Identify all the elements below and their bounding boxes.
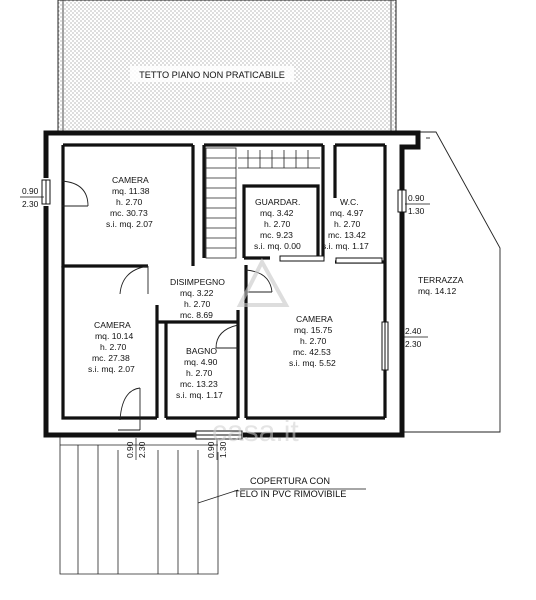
- room-camera-right: CAMERA mq. 15.75 h. 2.70 mc. 42.53 s.i. …: [289, 314, 336, 368]
- exterior-walls: [43, 130, 421, 438]
- staircase: [205, 147, 320, 259]
- svg-text:s.i. mq. 1.17: s.i. mq. 1.17: [322, 241, 369, 251]
- dimension-right-door: 2.40 2.30: [402, 326, 428, 349]
- svg-text:s.i. mq. 2.07: s.i. mq. 2.07: [88, 364, 135, 374]
- svg-text:h. 2.70: h. 2.70: [184, 299, 211, 309]
- svg-text:mc. 42.53: mc. 42.53: [293, 347, 331, 357]
- svg-text:mq. 4.90: mq. 4.90: [184, 357, 218, 367]
- room-bagno: BAGNO mq. 4.90 h. 2.70 mc. 13.23 s.i. mq…: [176, 346, 223, 400]
- room-guardaroba: GUARDAR. mq. 3.42 h. 2.70 mc. 9.23 s.i. …: [254, 197, 301, 251]
- svg-text:s.i. mq. 5.52: s.i. mq. 5.52: [289, 358, 336, 368]
- room-wc: W.C. mq. 4.97 h. 2.70 mc. 13.42 s.i. mq.…: [322, 197, 369, 251]
- interior-walls: [61, 143, 387, 420]
- dimension-left-window: 0.90 2.30: [20, 186, 44, 209]
- pvc-covering: [59, 437, 239, 575]
- room-disimpegno: DISIMPEGNO mq. 3.22 h. 2.70 mc. 8.69: [170, 277, 225, 320]
- svg-text:mc. 13.42: mc. 13.42: [328, 230, 366, 240]
- dimension-wc-window: 0.90 1.30: [405, 193, 430, 216]
- svg-text:mc. 30.73: mc. 30.73: [110, 208, 148, 218]
- svg-text:0.90: 0.90: [125, 441, 135, 458]
- svg-text:mq. 3.42: mq. 3.42: [260, 208, 294, 218]
- svg-text:0.90: 0.90: [22, 186, 39, 196]
- svg-text:mq. 11.38: mq. 11.38: [112, 186, 150, 196]
- svg-text:mq. 14.12: mq. 14.12: [418, 286, 456, 296]
- svg-text:1.30: 1.30: [408, 206, 425, 216]
- room-camera-left: CAMERA mq. 10.14 h. 2.70 mc. 27.38 s.i. …: [88, 320, 135, 374]
- svg-text:DISIMPEGNO: DISIMPEGNO: [170, 277, 225, 287]
- dimension-bottom-center: 0.90 1.30: [206, 438, 228, 460]
- svg-text:CAMERA: CAMERA: [94, 320, 131, 330]
- svg-text:TELO IN PVC RIMOVIBILE: TELO IN PVC RIMOVIBILE: [234, 489, 346, 499]
- terrace-outline: [400, 131, 501, 433]
- svg-text:h. 2.70: h. 2.70: [100, 342, 127, 352]
- svg-text:h. 2.70: h. 2.70: [116, 197, 143, 207]
- svg-text:mc. 8.69: mc. 8.69: [180, 310, 213, 320]
- roof-label: TETTO PIANO NON PRATICABILE: [139, 70, 285, 80]
- svg-text:h. 2.70: h. 2.70: [186, 368, 213, 378]
- svg-text:GUARDAR.: GUARDAR.: [255, 197, 300, 207]
- svg-text:mq. 4.97: mq. 4.97: [330, 208, 364, 218]
- svg-text:2.30: 2.30: [137, 441, 147, 458]
- svg-text:s.i. mq. 2.07: s.i. mq. 2.07: [106, 219, 153, 229]
- svg-text:h. 2.70: h. 2.70: [264, 219, 291, 229]
- svg-text:s.i. mq. 1.17: s.i. mq. 1.17: [176, 390, 223, 400]
- room-camera-top: CAMERA mq. 11.38 h. 2.70 mc. 30.73 s.i. …: [106, 175, 153, 229]
- watermark: casa.it: [212, 257, 299, 448]
- svg-text:mq. 3.22: mq. 3.22: [180, 288, 214, 298]
- covering-note: COPERTURA CON TELO IN PVC RIMOVIBILE: [234, 476, 366, 499]
- svg-text:CAMERA: CAMERA: [112, 175, 149, 185]
- svg-text:2.30: 2.30: [22, 199, 39, 209]
- room-terrazza: TERRAZZA mq. 14.12: [418, 275, 464, 296]
- svg-text:0.90: 0.90: [408, 193, 425, 203]
- svg-text:BAGNO: BAGNO: [186, 346, 217, 356]
- svg-text:CAMERA: CAMERA: [296, 314, 333, 324]
- door-swings: [61, 180, 273, 431]
- svg-text:1.30: 1.30: [218, 441, 228, 458]
- svg-text:2.40: 2.40: [405, 326, 422, 336]
- svg-text:s.i. mq. 0.00: s.i. mq. 0.00: [254, 241, 301, 251]
- svg-text:2.30: 2.30: [405, 339, 422, 349]
- svg-text:COPERTURA CON: COPERTURA CON: [250, 476, 330, 486]
- svg-text:mq. 15.75: mq. 15.75: [294, 325, 332, 335]
- svg-text:0.90: 0.90: [206, 441, 216, 458]
- dimension-bottom-left: 0.90 2.30: [125, 438, 147, 460]
- svg-text:mc. 27.38: mc. 27.38: [92, 353, 130, 363]
- svg-text:mq. 10.14: mq. 10.14: [95, 331, 133, 341]
- svg-text:casa.it: casa.it: [212, 415, 299, 448]
- svg-text:mc. 9.23: mc. 9.23: [260, 230, 293, 240]
- windows: [41, 179, 407, 440]
- svg-text:mc. 13.23: mc. 13.23: [180, 379, 218, 389]
- svg-text:TERRAZZA: TERRAZZA: [418, 275, 464, 285]
- svg-text:W.C.: W.C.: [340, 197, 359, 207]
- svg-text:h. 2.70: h. 2.70: [300, 336, 327, 346]
- svg-text:h. 2.70: h. 2.70: [334, 219, 361, 229]
- flat-roof-area: TETTO PIANO NON PRATICABILE: [57, 0, 397, 132]
